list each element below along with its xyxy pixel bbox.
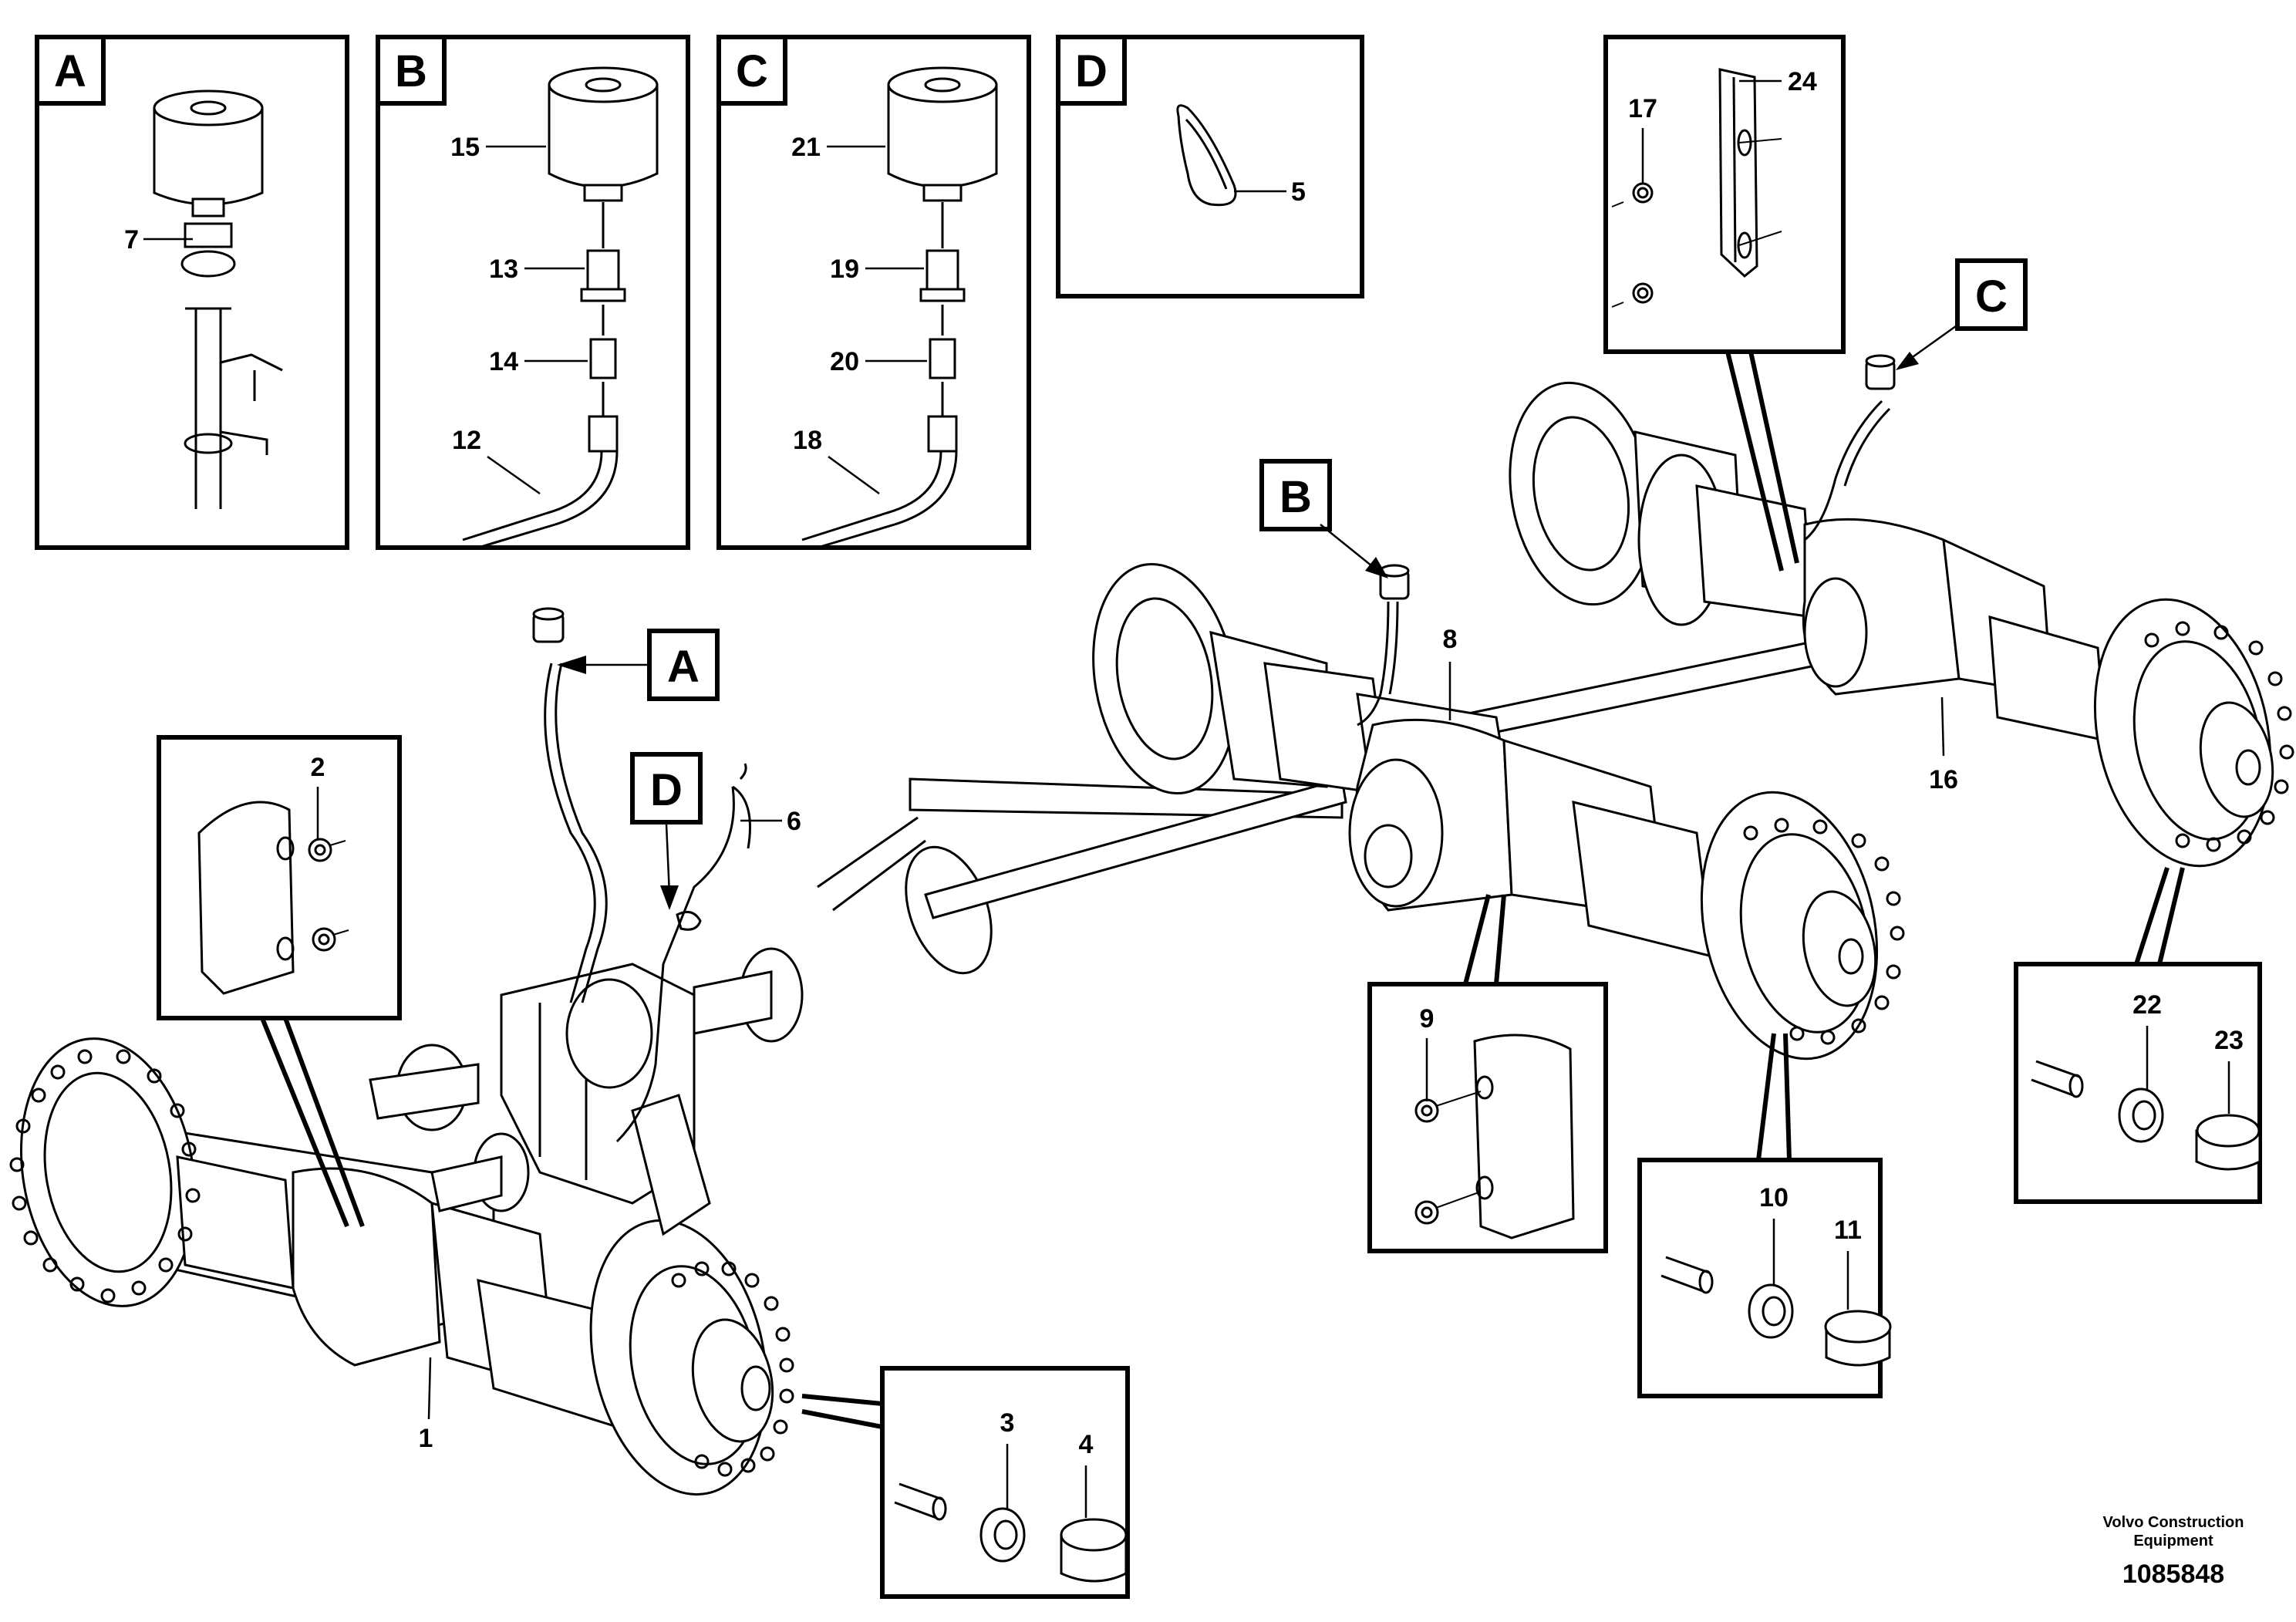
bracket-drawing: [1611, 68, 1782, 308]
label-4: 4: [1079, 1430, 1094, 1459]
label-22: 22: [2132, 990, 2162, 1020]
panel-callout-lines: [260, 351, 2185, 1429]
label-11: 11: [1834, 1216, 1862, 1245]
callout-b: B: [1259, 459, 1388, 578]
callout-d: D: [630, 752, 703, 910]
detail-tag-d: D: [1075, 46, 1108, 96]
label-17: 17: [1628, 94, 1657, 123]
sensor-drawing: [462, 66, 659, 549]
detail-panel-b: B 15 13 14 12: [376, 35, 690, 550]
detail-panel-bracket-middle: 9: [1367, 982, 1608, 1253]
label-12: 12: [452, 426, 481, 455]
sensor-drawing: [801, 66, 998, 549]
front-differential: [369, 947, 804, 1236]
callout-c: C: [1896, 258, 2028, 370]
callout-tag-b: B: [1279, 472, 1312, 522]
drawing-number: 1085848: [2122, 1560, 2224, 1589]
detail-panel-wheel-nut-rear: 22 23: [2014, 962, 2262, 1204]
label-3: 3: [1000, 1408, 1015, 1438]
label-13: 13: [489, 255, 518, 284]
main-labels: 1 6 8 16: [419, 625, 1958, 1453]
front-axle: [9, 1037, 794, 1496]
brand-line-2: Equipment: [2133, 1533, 2213, 1549]
label-6: 6: [787, 807, 801, 836]
detail-panel-bracket-front: 2: [157, 735, 402, 1020]
label-19: 19: [830, 255, 859, 284]
label-18: 18: [793, 426, 822, 455]
detail-tag-b: B: [395, 46, 427, 96]
label-10: 10: [1759, 1183, 1789, 1212]
detail-panel-c: C 21 19 20 18: [716, 35, 1031, 550]
middle-axle: [1092, 562, 1905, 1061]
label-7: 7: [124, 225, 139, 255]
sensor-drawing: [153, 89, 283, 509]
label-15: 15: [450, 133, 480, 162]
brand-line-1: Volvo Construction: [2103, 1514, 2244, 1531]
label-16: 16: [1929, 765, 1958, 794]
label-8: 8: [1443, 625, 1458, 654]
label-5: 5: [1291, 177, 1306, 207]
callout-tag-a: A: [667, 642, 700, 692]
detail-tag-a: A: [54, 46, 86, 96]
axle-assembly-drawing: [9, 354, 2294, 1496]
label-1: 1: [419, 1424, 433, 1453]
callout-tag-c: C: [1975, 271, 2008, 322]
footer: Volvo Construction Equipment 1085848: [2103, 1514, 2244, 1589]
rear-axle: [1509, 381, 2294, 868]
detail-panel-wheel-nut-front: 3 4: [880, 1366, 1130, 1599]
label-20: 20: [830, 347, 859, 376]
label-21: 21: [791, 133, 821, 162]
label-2: 2: [311, 753, 325, 782]
detail-panel-wheel-nut-middle: 10 11: [1637, 1158, 1892, 1398]
callout-tag-d: D: [650, 765, 683, 815]
label-24: 24: [1788, 67, 1817, 96]
label-23: 23: [2214, 1026, 2244, 1055]
callout-a: A: [557, 629, 720, 701]
cable-tie-drawing: [1176, 104, 1237, 207]
label-14: 14: [489, 347, 518, 376]
detail-panel-d: D 5: [1056, 35, 1364, 298]
detail-tag-c: C: [736, 46, 768, 96]
detail-panel-bracket-rear: 17 24: [1603, 35, 1846, 354]
detail-panel-a: A 7: [35, 35, 349, 550]
label-9: 9: [1420, 1004, 1435, 1034]
